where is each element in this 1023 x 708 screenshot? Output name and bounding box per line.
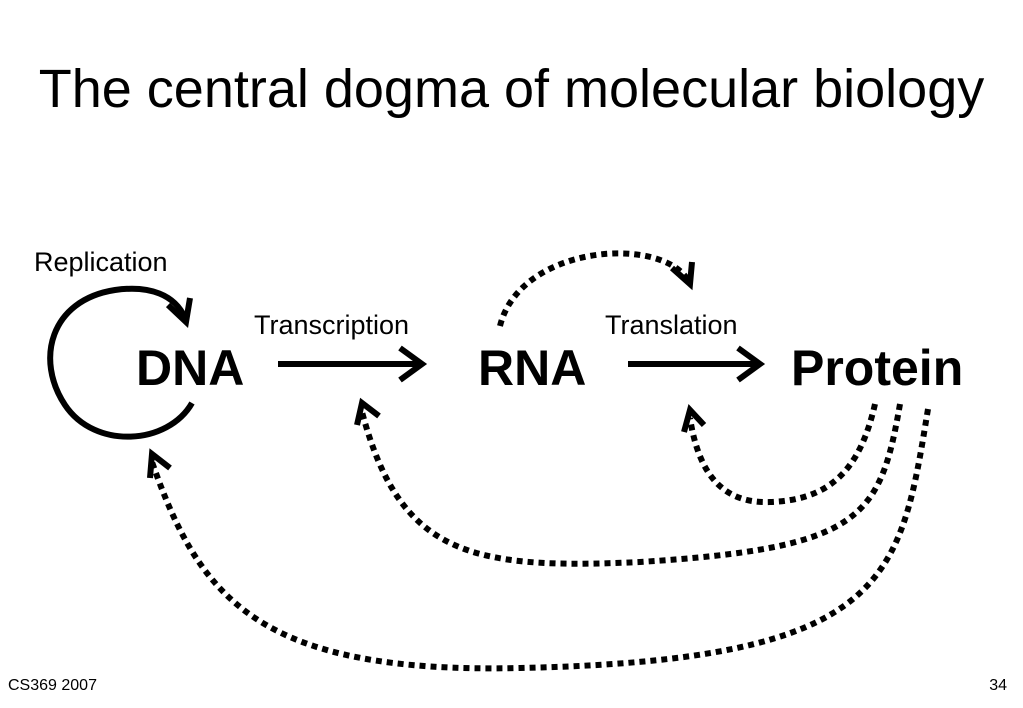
page-number: 34 [989, 677, 1007, 694]
protein-node: Protein [791, 340, 964, 396]
protein-to-translation-dotted-arc [687, 403, 878, 506]
rna-node: RNA [478, 340, 587, 396]
protein-to-rna-dotted-arc [359, 403, 903, 567]
translation-arrowhead [736, 345, 766, 383]
protein-to-translation-arrowhead [681, 404, 707, 433]
protein-to-dna-arrowhead [147, 448, 172, 479]
replication-arrowhead [165, 297, 193, 329]
dna-node: DNA [136, 340, 245, 396]
replication-loop-arrow [47, 285, 195, 440]
rna-to-protein-dotted-arc [497, 250, 691, 327]
footer-course: CS369 2007 [8, 677, 97, 694]
protein-to-rna-arrowhead [354, 397, 381, 426]
transcription-arrowhead [398, 345, 428, 383]
replication-label: Replication [34, 247, 168, 277]
transcription-label: Transcription [254, 310, 410, 340]
protein-to-dna-dotted-arc [149, 408, 931, 672]
translation-label: Translation [605, 310, 738, 340]
slide-title: The central dogma of molecular biology [38, 59, 985, 119]
rna-to-protein-dotted-arrowhead [670, 261, 695, 291]
